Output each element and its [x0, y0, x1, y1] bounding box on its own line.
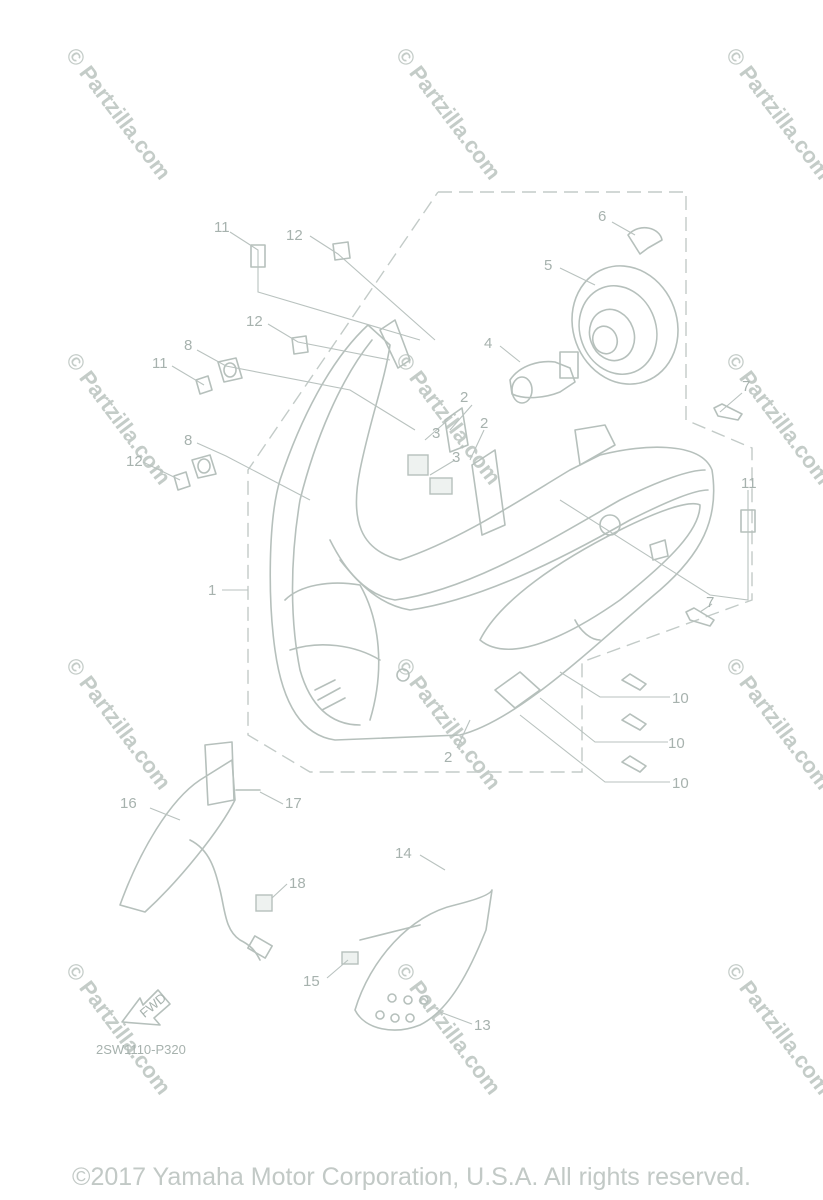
callout-8: 8	[184, 337, 192, 354]
callout-9: 11	[741, 475, 757, 492]
copyright-notice: ©2017 Yamaha Motor Corporation, U.S.A. A…	[72, 1163, 751, 1191]
right-turn-signal	[354, 889, 493, 1031]
left-turn-signal	[119, 741, 273, 961]
watermark: © Partzilla.com	[391, 43, 506, 184]
callout-13: 13	[474, 1017, 491, 1034]
watermark: © Partzilla.com	[721, 653, 823, 794]
watermark: © Partzilla.com	[721, 348, 823, 489]
leader-lines	[142, 221, 749, 1025]
watermark: © Partzilla.com	[61, 43, 176, 184]
watermark: © Partzilla.com	[721, 43, 823, 184]
watermark: © Partzilla.com	[61, 653, 176, 794]
callout-10: 10	[672, 690, 689, 707]
callout-15: 15	[303, 973, 320, 990]
socket-cover	[571, 265, 679, 385]
watermark: © Partzilla.com	[721, 958, 823, 1099]
callout-2: 2	[460, 389, 468, 406]
pad-part	[429, 477, 453, 495]
callout-16: 16	[120, 795, 137, 812]
fwd-arrow: FWD	[121, 989, 171, 1026]
callout-8: 8	[184, 432, 192, 449]
fwd-label: FWD	[137, 990, 169, 1021]
callout-10: 10	[672, 775, 689, 792]
callout-12: 12	[286, 227, 303, 244]
callout-7: 7	[742, 378, 750, 395]
headlight-housing	[269, 319, 715, 741]
callout-3: 3	[432, 425, 440, 442]
callout-6: 6	[598, 208, 606, 225]
diagram-code: 2SW1110-P320	[96, 1042, 186, 1057]
bracket-part	[444, 407, 469, 453]
clamp-part	[255, 894, 273, 912]
callout-2: 2	[480, 415, 488, 432]
bracket-part	[471, 449, 506, 536]
clip-part	[627, 226, 663, 255]
callout-9: 11	[214, 219, 230, 236]
watermarks: © Partzilla.com © Partzilla.com © Partzi…	[61, 43, 823, 1099]
assembly-boundary	[247, 191, 753, 773]
callout-11: 11	[152, 355, 168, 372]
callout-18: 18	[289, 875, 306, 892]
pad-part	[407, 454, 429, 476]
callout-14: 14	[395, 845, 412, 862]
callout-labels: 11 12 6 5 12 4 8 11 7 2 2 3 8 3 12 11 1 …	[120, 208, 757, 1034]
callout-17: 17	[285, 795, 302, 812]
callout-12: 12	[246, 313, 263, 330]
callout-2: 2	[444, 749, 452, 766]
headlight-bulb	[509, 351, 579, 404]
clamp-part	[341, 951, 359, 965]
callout-7: 7	[706, 594, 714, 611]
callout-11: 12	[126, 453, 143, 470]
callout-5: 5	[544, 257, 552, 274]
watermark: © Partzilla.com	[61, 958, 176, 1099]
callout-1: 1	[208, 582, 216, 599]
callout-10: 10	[668, 735, 685, 752]
callout-3: 3	[452, 449, 460, 466]
callout-4: 4	[484, 335, 492, 352]
